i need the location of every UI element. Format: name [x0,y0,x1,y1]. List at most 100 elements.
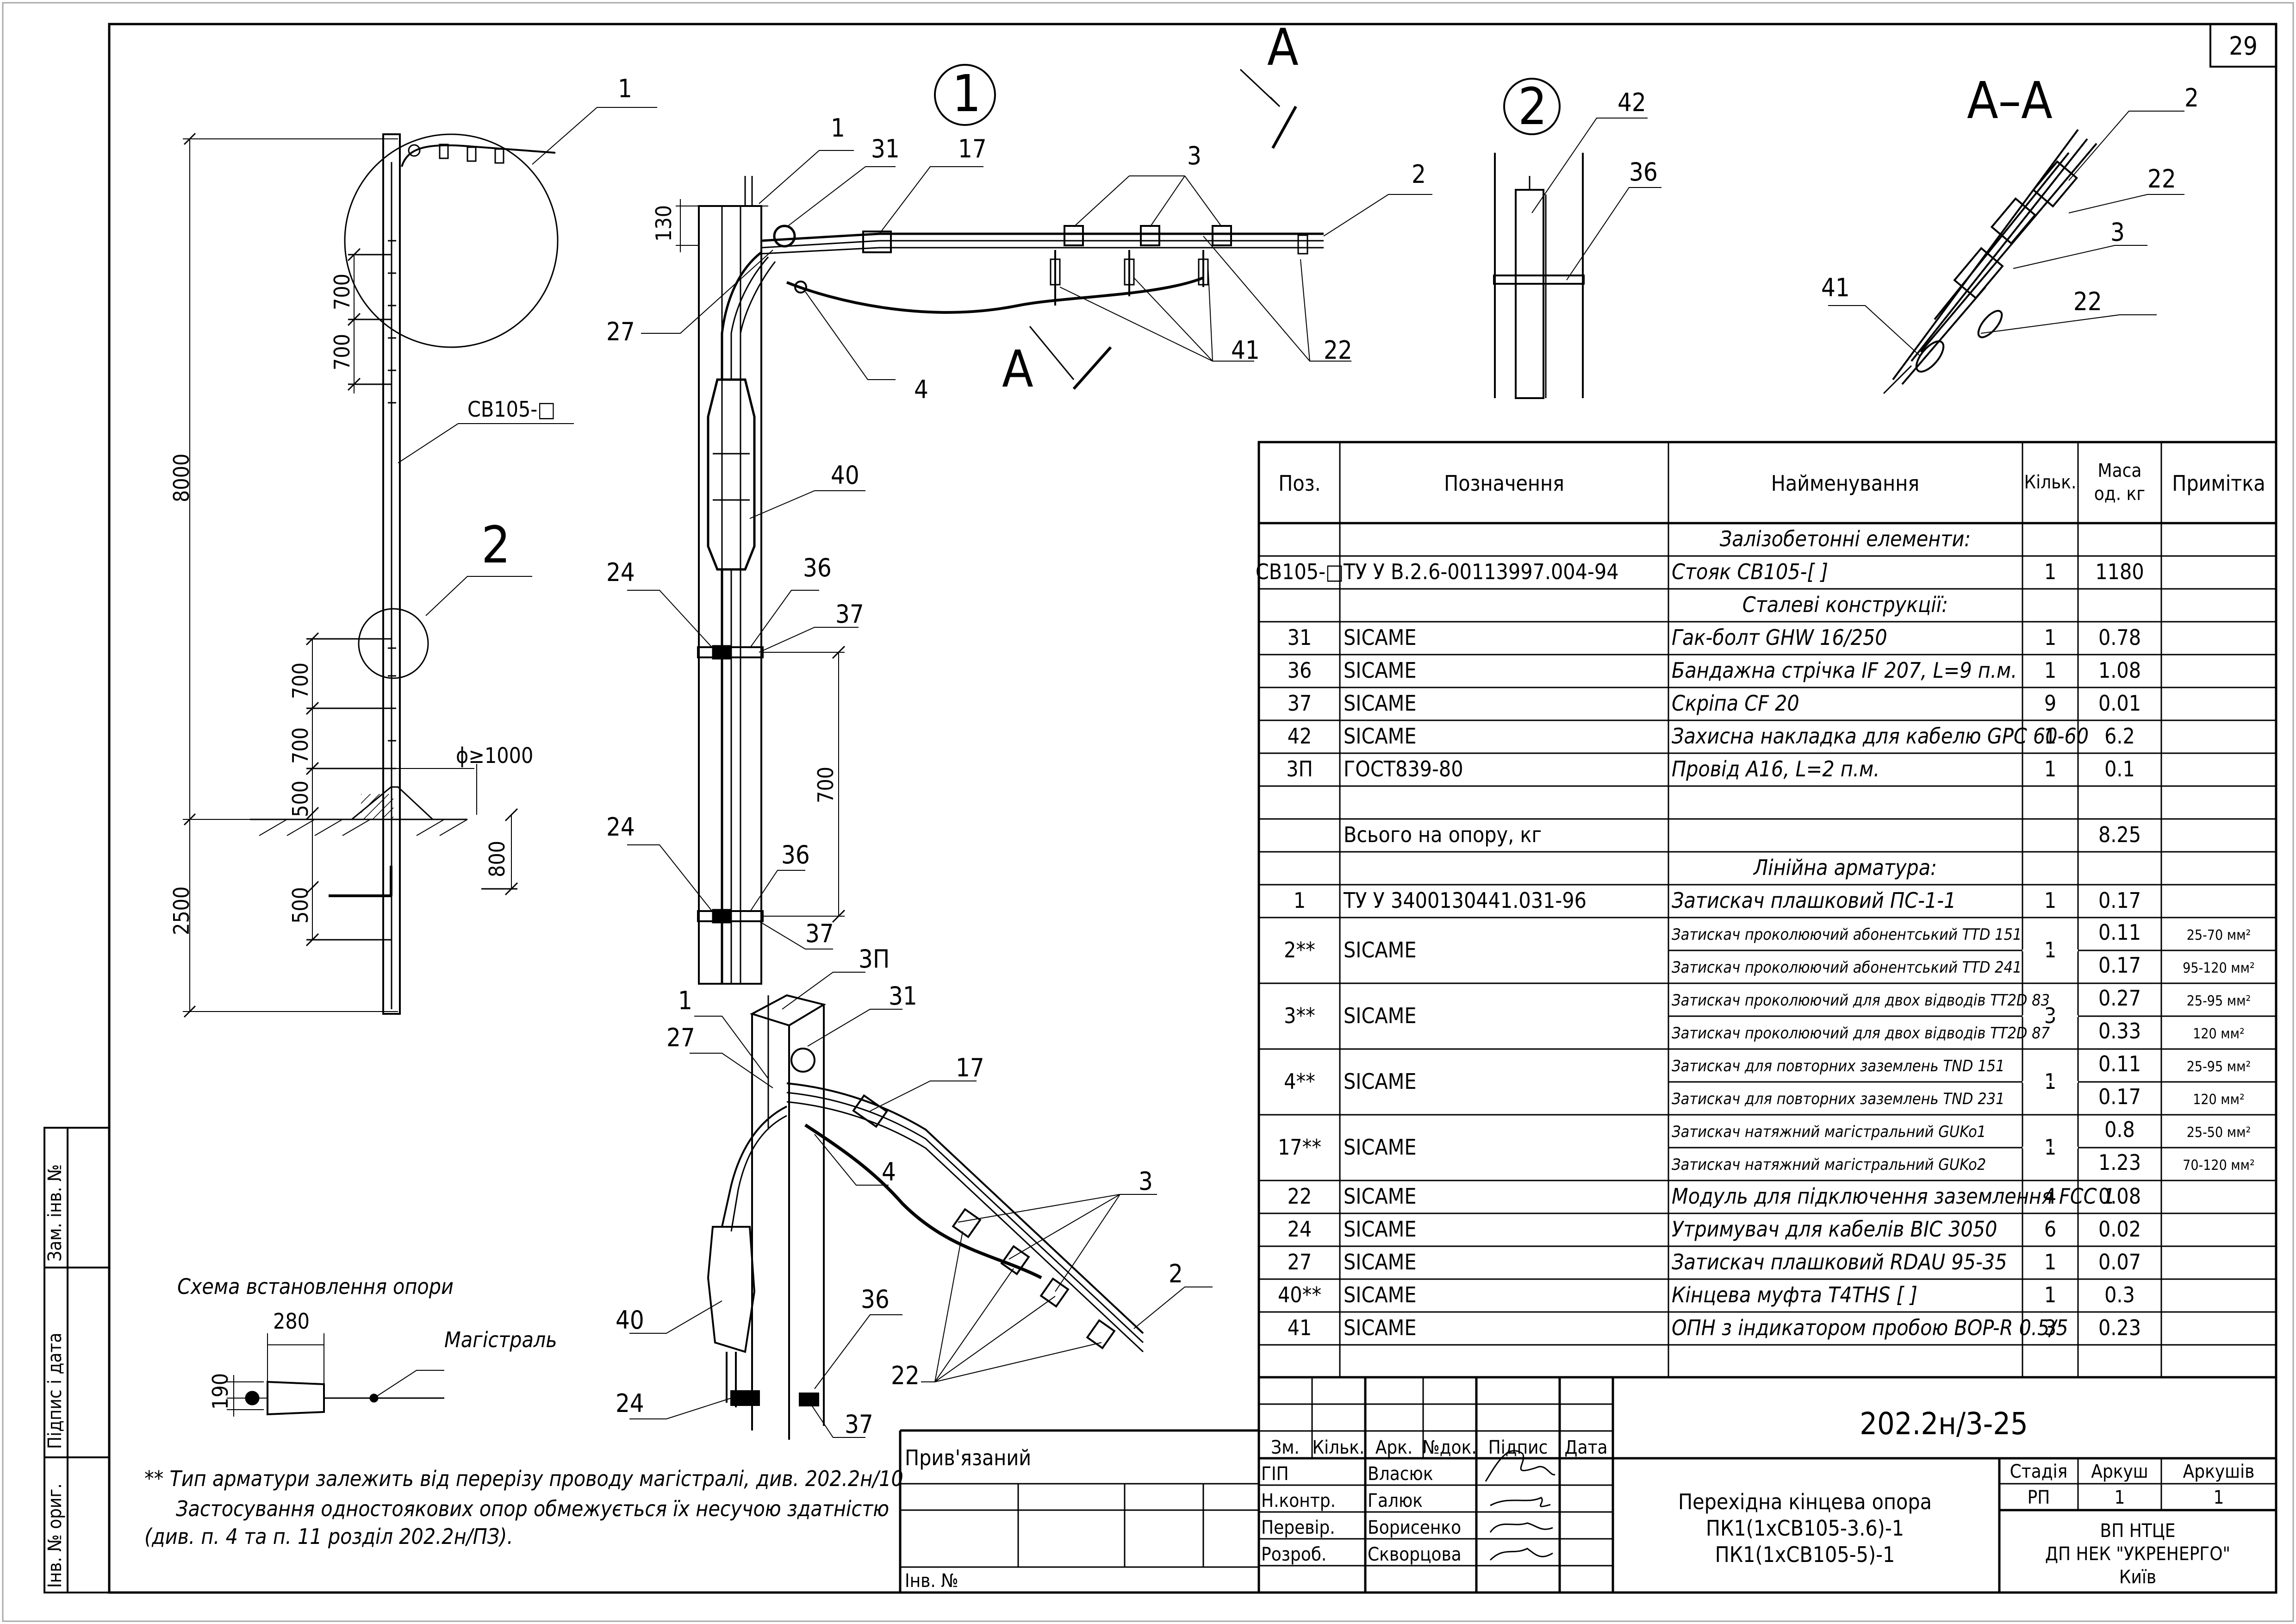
sec-pos-41: 41 [1821,273,1850,302]
stamp-replaced-inv: Зам. інв. № [44,1164,66,1262]
table-subrow-name: Затискач проколюючий абонентський TTD 24… [1672,958,2022,977]
table-row-designation: Всього на опору, кг [1344,822,1542,847]
section-a-a-labels: А–А 2 22 3 22 41 [1821,71,2199,316]
tb-org-3: Київ [2119,1567,2156,1588]
table-subrow-mass: 0.33 [2098,1018,2141,1043]
iso-pos-37: 37 [845,1410,873,1439]
section-title: А–А [1967,71,2053,130]
view-2-drawing [1493,78,1661,399]
table-row-qty: 1 [2044,559,2056,584]
tb-col-sheet: Арк. [1375,1437,1413,1458]
table-row-name: Захисна накладка для кабелю GPC 60-60 [1672,724,2089,749]
table-row-pos: СВ105-□ [1256,559,1344,584]
sec-pos-22-bottom: 22 [2073,287,2102,316]
isometric-drawing [629,972,1213,1440]
table-row-pos: 3** [1284,1003,1315,1028]
note-line-1: ** Тип арматури залежить від перерізу пр… [144,1466,903,1491]
table-row-qty: 1 [2044,1282,2056,1307]
table-row-mass: 8.25 [2098,822,2141,847]
iso-pos-17: 17 [956,1053,984,1082]
v1-pos-36-top: 36 [803,553,832,582]
tb-inv: Інв. № [905,1570,958,1592]
table-row-designation: SICAME [1344,1315,1417,1340]
table-row-mass: 0.1 [2104,756,2135,781]
table-row-qty: 1 [2044,756,2056,781]
elevation-labels: 8000 2500 700 700 700 700 500 500 800 ϕ≥… [169,74,632,935]
table-row-name: ОПН з індикатором пробою BOP-R 0.5/5 [1672,1315,2068,1340]
v2-pos-42: 42 [1618,88,1646,117]
table-row-qty: 1 [2044,888,2056,913]
table-row-designation: SICAME [1344,1135,1417,1160]
dim-700-view1: 700 [813,767,838,803]
table-row-mass: 0.17 [2098,888,2141,913]
table-row-pos: 2** [1284,937,1315,962]
tb-title-3: ПК1(1хСВ105-5)-1 [1715,1542,1895,1567]
table-row-pos: 1 [1294,888,1306,913]
table-row-designation: ГОСТ839-80 [1344,756,1463,781]
dim-500-b: 500 [288,887,313,924]
table-subrow-name: Затискач натяжний магістральний GUKo1 [1672,1123,1986,1141]
v1-pos-27: 27 [606,317,635,346]
table-subrow-note: 25-50 мм² [2187,1124,2251,1141]
table-row-name: Затискач плашковий RDAU 95-35 [1672,1249,2007,1274]
isometric-labels: 3П 31 1 27 17 4 3 2 40 36 22 24 37 [616,944,1183,1439]
table-row-designation: ТУ У В.2.6-00113997.004-94 [1343,559,1619,584]
v2-pos-36: 36 [1629,157,1658,187]
table-row-designation: SICAME [1344,724,1417,749]
table-subrow-note: 70-120 мм² [2183,1157,2255,1174]
tb-sheet: 1 [2115,1487,2125,1508]
dim-700-c: 700 [288,662,313,699]
table-subrow-name: Затискач проколюючий абонентський TTD 15… [1672,925,2022,944]
dim-8000: 8000 [169,454,194,502]
tb-name-1: Власюк [1368,1463,1433,1485]
dim-130: 130 [651,205,676,242]
dim-700-d: 700 [288,727,313,764]
hdr-qty: Кільк. [2024,472,2077,493]
drawing-frame [108,23,2277,1594]
v1-pos-3: 3 [1187,141,1201,170]
scheme-line-label: Магістраль [444,1327,557,1352]
v1-pos-37-top: 37 [835,600,864,629]
table-row-pos: 22 [1288,1184,1312,1209]
tb-name-4: Скворцова [1368,1544,1462,1565]
v1-pos-37-bottom: 37 [805,919,834,948]
table-row-designation: SICAME [1344,625,1417,650]
tb-org-1: ВП НТЦЕ [2100,1520,2176,1542]
table-row-pos: 36 [1288,658,1312,683]
table-row-pos: 24 [1288,1217,1312,1242]
table-subrow-mass: 0.17 [2098,953,2141,978]
sec-pos-3: 3 [2110,218,2125,247]
table-row-designation: SICAME [1344,1217,1417,1242]
hdr-mass-1: Маса [2098,460,2142,481]
table-row-qty: 1 [2044,658,2056,683]
table-subrow-note: 120 мм² [2193,1092,2245,1108]
iso-pos-3p: 3П [859,944,890,974]
tb-col-qty: Кільк. [1313,1437,1365,1458]
table-row-mass: 0.07 [2098,1249,2141,1274]
table-row-name: Утримувач для кабелів BIC 3050 [1672,1217,1997,1242]
leader-1: 1 [618,74,632,103]
tb-role-3: Перевір. [1261,1517,1335,1538]
table-subrow-mass: 0.17 [2098,1084,2141,1109]
table-row-pos: 4** [1284,1069,1315,1094]
v1-pos-4: 4 [914,375,928,404]
table-row-qty: 1 [2044,724,2056,749]
table-row-designation: SICAME [1344,658,1417,683]
iso-pos-4: 4 [882,1157,896,1187]
group-heading: Залізобетонні елементи: [1720,526,1971,551]
table-subrow-name: Затискач для повторних заземлень TND 151 [1672,1057,2005,1075]
table-subrow-note: 95-120 мм² [2183,960,2255,976]
table-row-designation: SICAME [1344,1249,1417,1274]
table-row-name: Кінцева муфта T4THS [ ] [1672,1282,1917,1307]
stamp-inv-orig: Інв. № ориг. [44,1483,66,1588]
v1-pos-22: 22 [1324,336,1352,365]
view-1-drawing [627,64,1432,985]
dim-2500: 2500 [169,887,194,935]
signatures [1485,1450,1556,1561]
table-row-mass: 0.3 [2104,1282,2135,1307]
group-heading: Сталеві конструкції: [1742,592,1948,617]
table-row-qty: 4 [2044,1184,2056,1209]
table-row-qty: 1 [2044,1249,2056,1274]
stamp-sign-date: Підпис і дата [44,1333,66,1449]
